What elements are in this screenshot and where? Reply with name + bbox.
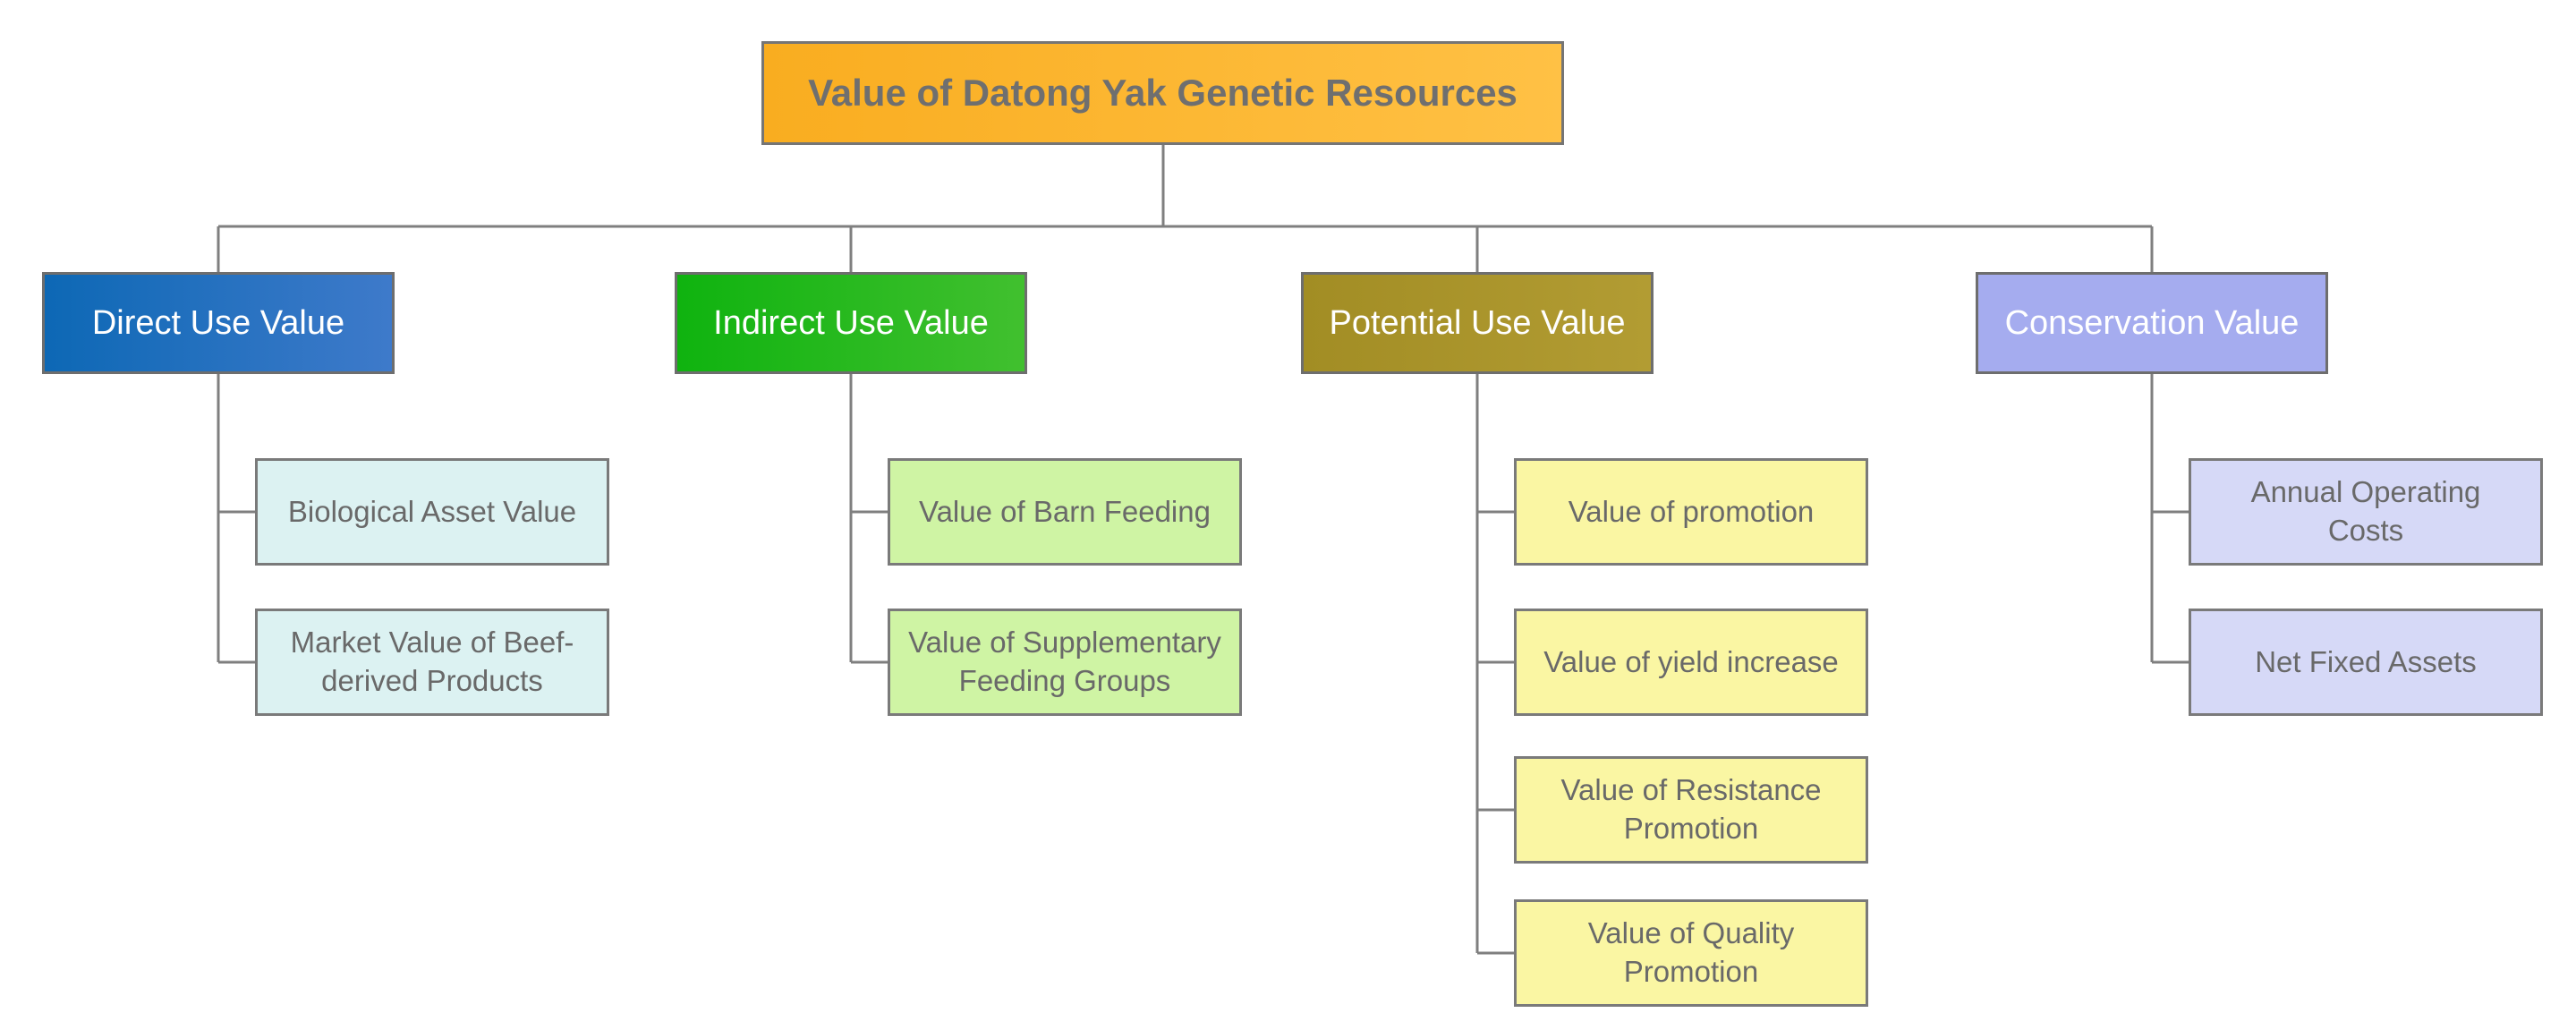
leaf-biological-asset-value: Biological Asset Value [255,458,609,566]
leaf-value-of-yield-increase: Value of yield increase [1514,609,1868,716]
branch-potential-use-value: Potential Use Value [1301,272,1654,374]
connector-paths [217,145,2189,955]
leaf-value-of-resistance-promotion: Value of Resistance Promotion [1514,756,1868,864]
leaf-annual-operating-costs: Annual Operating Costs [2189,458,2543,566]
root-node-value-of-datong-yak-genetic-resources: Value of Datong Yak Genetic Resources [761,41,1564,145]
branch-conservation-value: Conservation Value [1976,272,2328,374]
leaf-market-value-of-beef-derived-products: Market Value of Beef- derived Products [255,609,609,716]
branch-indirect-use-value: Indirect Use Value [675,272,1027,374]
branch-direct-use-value: Direct Use Value [42,272,395,374]
leaf-value-of-quality-promotion: Value of Quality Promotion [1514,899,1868,1007]
leaf-value-of-barn-feeding: Value of Barn Feeding [888,458,1242,566]
leaf-value-of-supplementary-feeding-groups: Value of Supplementary Feeding Groups [888,609,1242,716]
leaf-net-fixed-assets: Net Fixed Assets [2189,609,2543,716]
leaf-value-of-promotion: Value of promotion [1514,458,1868,566]
